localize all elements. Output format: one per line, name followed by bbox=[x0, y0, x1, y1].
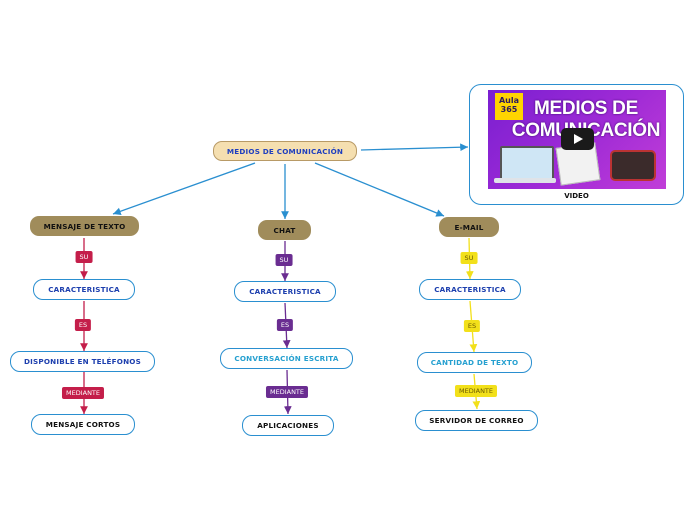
branch-mensaje-de-texto[interactable]: MENSAJE DE TEXTO bbox=[30, 216, 139, 236]
node-disponible-en-telefonos[interactable]: DISPONIBLE EN TELÉFONOS bbox=[10, 351, 155, 372]
link-label-es: ES bbox=[276, 319, 294, 331]
link-label-mediante: MEDIANTE bbox=[454, 385, 498, 397]
edge-root-texto bbox=[112, 162, 256, 216]
link-label-su: SU bbox=[75, 251, 93, 263]
node-caracteristica[interactable]: CARACTERISTICA bbox=[419, 279, 521, 300]
node-conversacion-escrita[interactable]: CONVERSACIÓN ESCRITA bbox=[220, 348, 353, 369]
edge-root-email bbox=[314, 162, 445, 217]
video-caption: VIDEO bbox=[564, 192, 589, 200]
link-label-su: SU bbox=[275, 254, 293, 266]
link-label-es: ES bbox=[463, 320, 481, 332]
radio-illustration bbox=[610, 150, 656, 181]
node-mensaje-cortos[interactable]: MENSAJE CORTOS bbox=[31, 414, 135, 435]
root-node[interactable]: MEDIOS DE COMUNICACIÓN bbox=[213, 141, 357, 161]
laptop-base-illustration bbox=[494, 178, 556, 183]
branch-email[interactable]: E-MAIL bbox=[439, 217, 499, 237]
play-icon[interactable] bbox=[561, 128, 594, 150]
node-servidor-de-correo[interactable]: SERVIDOR DE CORREO bbox=[415, 410, 538, 431]
node-cantidad-de-texto[interactable]: CANTIDAD DE TEXTO bbox=[417, 352, 532, 373]
laptop-illustration bbox=[500, 146, 554, 180]
link-label-mediante: MEDIANTE bbox=[61, 387, 105, 399]
node-caracteristica[interactable]: CARACTERISTICA bbox=[33, 279, 135, 300]
link-label-mediante: MEDIANTE bbox=[265, 386, 309, 398]
node-aplicaciones[interactable]: APLICACIONES bbox=[242, 415, 334, 436]
link-label-su: SU bbox=[460, 252, 478, 264]
branch-chat[interactable]: CHAT bbox=[258, 220, 311, 240]
link-label-es: ES bbox=[74, 319, 92, 331]
edge-root-video bbox=[360, 143, 469, 152]
node-caracteristica[interactable]: CARACTERISTICA bbox=[234, 281, 336, 302]
